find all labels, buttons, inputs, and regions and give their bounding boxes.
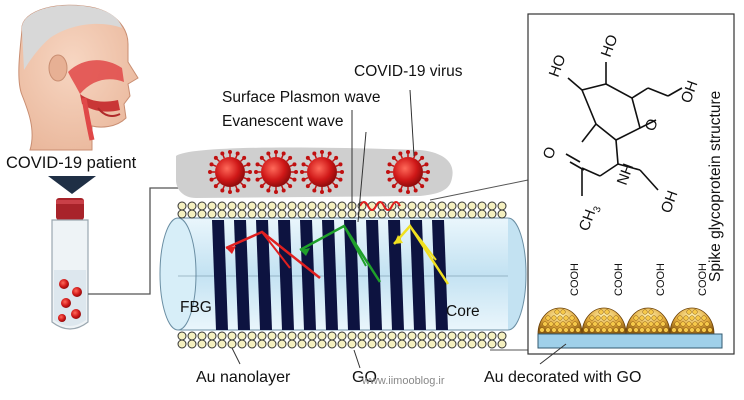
spike-label: Spike glycoprotein structure [707,91,724,282]
mol-ho-top: HO [598,32,622,59]
connector-line [88,187,190,295]
grating-bar [256,220,272,330]
cooh-label: COOH [569,263,581,296]
virus-group [208,150,430,194]
cooh-label: COOH [613,263,625,296]
fbg-label: FBG [180,299,212,316]
virus-particle-4 [386,150,430,194]
gold-nanoparticle [581,307,627,335]
mol-nh: NH [614,161,637,187]
fiber-bragg-grating [212,220,448,330]
au-go-pointer [539,343,567,365]
grating-bar [366,220,382,330]
patient-head-illustration [18,4,139,151]
mol-o-ring: O [642,117,662,134]
patient-label: COVID-19 patient [6,154,137,172]
zoom-line-top [429,179,529,201]
gold-nanoparticle [669,307,715,335]
test-tube [51,198,89,330]
surface-plasmon-label: Surface Plasmon wave [222,89,381,106]
virus-particle-2 [254,150,298,194]
mol-ch3: CH3 [576,202,604,235]
detail-panel [527,13,735,355]
mol-oh-bottom: OH [658,188,682,215]
label-pointers [231,89,415,369]
gold-nanoparticle [537,307,583,335]
au-go-particles [537,307,715,335]
grating-bar [212,220,228,330]
watermark-text: www.iimooblog.ir [361,375,445,387]
grating-bar [432,220,448,330]
cooh-groups: COOH COOH COOH COOH [569,263,709,296]
virus-particle-3 [300,150,344,194]
virus-label: COVID-19 virus [354,63,463,80]
grating-bar [234,220,250,330]
evanescent-label: Evanescent wave [222,113,344,130]
optical-fiber [159,217,527,331]
cooh-label: COOH [655,263,667,296]
gold-nanoparticle [625,307,671,335]
mol-oh-right: OH [678,78,702,105]
virus-particle-1 [208,150,252,194]
cooh-label: COOH [697,263,709,296]
mol-ho-left: HO [546,52,570,79]
au-nanolayer-label: Au nanolayer [196,369,291,386]
au-nanolayer-beads [177,201,507,349]
mol-ch3-subscript: 3 [592,205,604,214]
down-arrow-icon [48,176,96,194]
go-substrate [537,333,723,349]
mol-o-carbonyl: O [540,145,560,162]
glycoprotein-molecule [565,62,683,196]
surface-plasmon-wave [359,201,401,211]
au-decorated-label: Au decorated with GO [484,369,641,386]
core-label: Core [446,303,480,320]
grating-bar [410,220,426,330]
evanescent-wave-arrows [225,223,450,285]
go-label: GO [352,369,377,386]
grating-bar [388,220,404,330]
grating-bar [322,220,338,330]
